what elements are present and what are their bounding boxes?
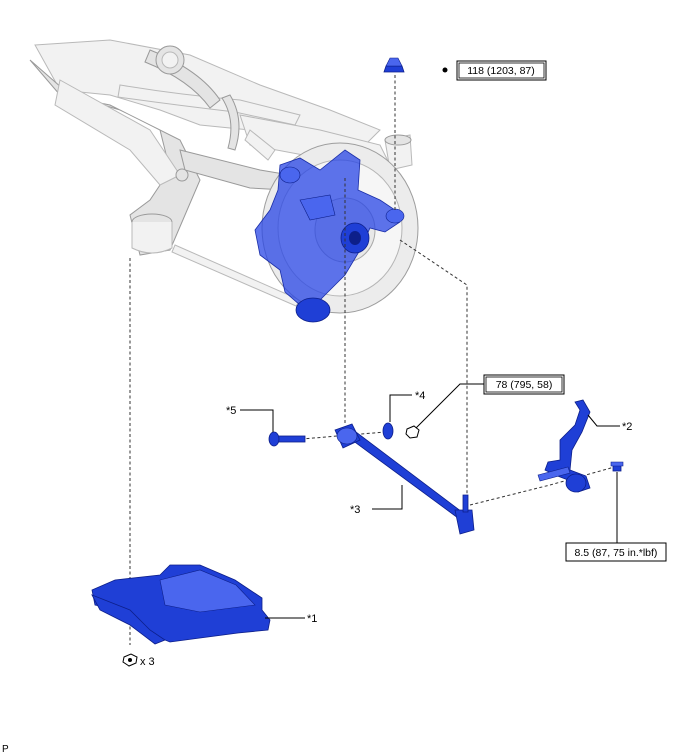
callout-3: *3 — [350, 504, 360, 516]
nut-part — [405, 425, 420, 439]
torque-box-1: 118 (1203, 87) — [456, 60, 547, 81]
leader-torque-2 — [415, 383, 484, 429]
torque-marker-dot — [442, 67, 448, 73]
under-cover — [91, 564, 271, 645]
rear-axle-carrier — [254, 149, 405, 323]
lateral-link — [334, 423, 475, 535]
washer-part — [382, 422, 394, 440]
clip-nut — [122, 653, 138, 667]
torque-value-2: 78 (795, 58) — [496, 379, 553, 391]
torque-box-3: 8.5 (87, 75 in.*lbf) — [565, 542, 667, 562]
suspension-frame — [29, 39, 413, 307]
torque-value-1: 118 (1203, 87) — [467, 65, 535, 77]
callout-5: *5 — [226, 405, 236, 417]
torque-box-2: 78 (795, 58) — [483, 374, 565, 395]
leader-4 — [389, 394, 412, 422]
assembly-guide-lines — [129, 75, 619, 645]
torque-value-3: 8.5 (87, 75 in.*lbf) — [575, 547, 658, 559]
callout-1: *1 — [307, 613, 317, 625]
corner-code: P — [2, 744, 9, 755]
bolt-part — [268, 431, 306, 447]
upper-nut — [383, 57, 405, 73]
callout-2: *2 — [622, 421, 632, 433]
quantity-label: x 3 — [140, 656, 155, 668]
sensor-bolt — [610, 461, 624, 472]
leader-3 — [372, 485, 403, 510]
leader-2 — [587, 414, 620, 427]
leader-5 — [240, 409, 274, 432]
callout-4: *4 — [415, 390, 425, 402]
height-sensor — [537, 399, 591, 493]
